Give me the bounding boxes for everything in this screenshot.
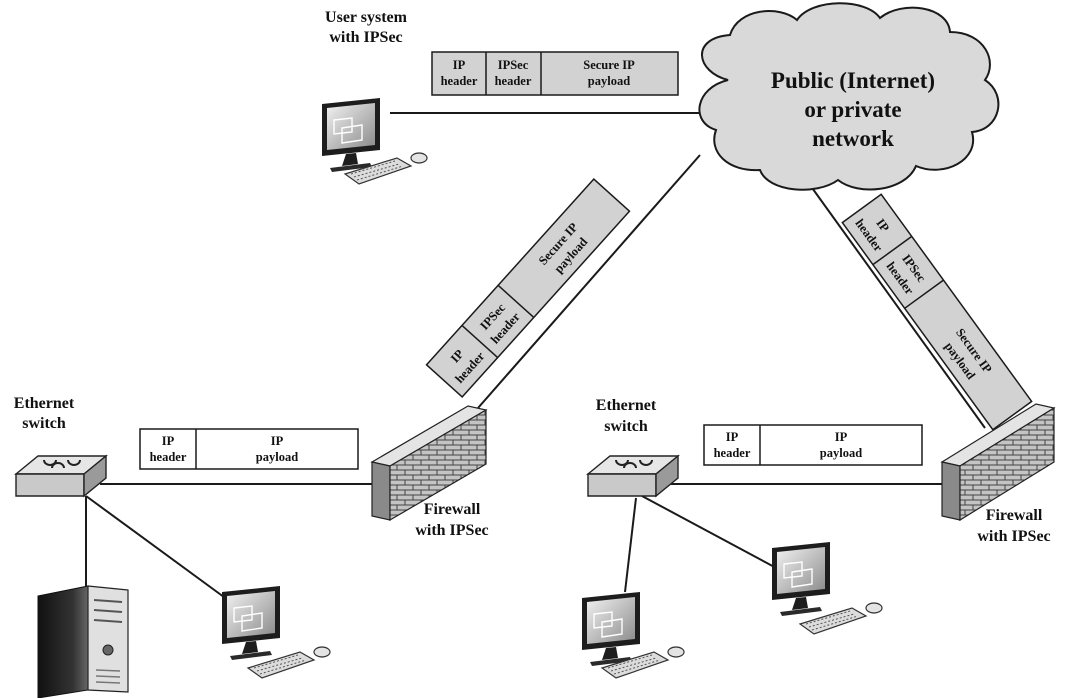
left-workstation-icon: [221, 585, 281, 661]
packet-ip-header-line2: header: [441, 74, 478, 88]
user-workstation-icon: [321, 97, 381, 173]
network-cloud: Public (Internet) or private network: [698, 2, 1000, 191]
right-workstation-b-icon: [771, 541, 831, 617]
left-switch-label-line1: Ethernet: [14, 395, 75, 412]
right-firewall-label-line1: Firewall: [986, 507, 1043, 524]
left-switch-label-line2: switch: [22, 415, 66, 432]
right-lan: Ethernet switch Firewall with IPSec: [581, 397, 1056, 679]
cloud-label-line1: Public (Internet): [771, 68, 935, 93]
packet-ipsec-header-line2: header: [495, 74, 532, 88]
packet-ip-header-line1: IP: [453, 58, 466, 72]
server-tower-icon: [37, 585, 129, 698]
packet-ip-header-line2: header: [150, 450, 187, 464]
packet-secure-payload-line2: payload: [588, 74, 630, 88]
link-left-switch-to-workstation: [85, 495, 229, 601]
packet-ipsec-header-line1: IPSec: [498, 58, 529, 72]
packet-left-firewall-link: IP header IPSec header Secure IP payload: [425, 177, 631, 399]
packet-ip-payload-line2: payload: [820, 446, 862, 460]
right-switch-label-line1: Ethernet: [596, 397, 657, 414]
packet-right-lan: IP header IP payload: [703, 424, 923, 466]
packet-ip-header-line1: IP: [726, 430, 739, 444]
right-firewall-icon: [940, 403, 1056, 522]
left-lan: Ethernet switch Firewall with IPSec: [14, 395, 489, 698]
user-system-label-line2: with IPSec: [329, 29, 402, 46]
user-system-label-line1: User system: [325, 9, 408, 26]
packet-left-lan: IP header IP payload: [139, 428, 359, 470]
packet-ip-payload-line1: IP: [271, 434, 284, 448]
cloud-label-line2: or private: [804, 97, 901, 122]
right-firewall-label-line2: with IPSec: [977, 528, 1050, 545]
packet-ip-header-line1: IP: [162, 434, 175, 448]
left-ethernet-switch-icon: [15, 455, 107, 497]
packet-ip-payload-line2: payload: [256, 450, 298, 464]
left-firewall-label-line1: Firewall: [424, 501, 481, 518]
packet-ip-payload-line1: IP: [835, 430, 848, 444]
left-firewall-label-line2: with IPSec: [415, 522, 488, 539]
right-workstation-a-icon: [581, 591, 641, 667]
right-switch-label-line2: switch: [604, 418, 648, 435]
link-right-switch-to-workstation-a: [624, 497, 637, 593]
packet-user-link: IP header IPSec header Secure IP payload: [431, 51, 679, 96]
left-firewall-icon: [370, 405, 488, 522]
link-right-switch-to-workstation-b: [641, 495, 781, 571]
network-links: [85, 112, 986, 601]
cloud-label-line3: network: [812, 126, 894, 151]
right-ethernet-switch-icon: [587, 455, 679, 497]
left-keyboard-icon: [247, 646, 331, 679]
user-system: User system with IPSec: [321, 9, 428, 185]
packet-secure-payload-line1: Secure IP: [583, 58, 635, 72]
right-keyboard-b-icon: [799, 602, 883, 635]
link-left-firewall-to-cloud: [477, 154, 701, 409]
packet-right-firewall-link: IP header IPSec header Secure IP payload: [841, 193, 1033, 431]
link-cloud-to-right-firewall: [809, 184, 986, 429]
packet-ip-header-line2: header: [714, 446, 751, 460]
